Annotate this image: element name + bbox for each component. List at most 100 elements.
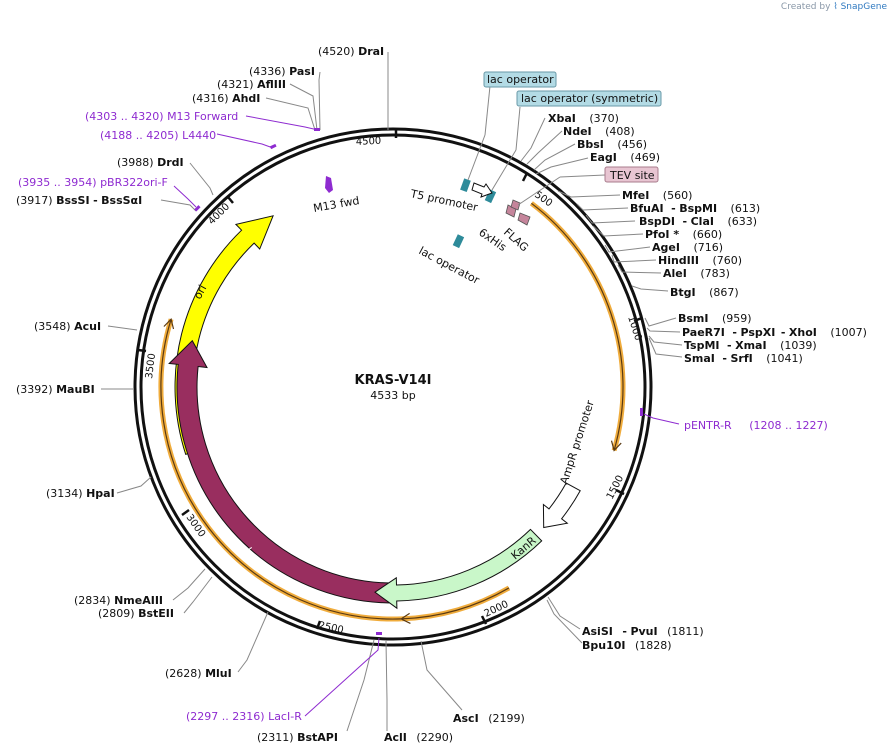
site-bstapi: (2311) BstAPI <box>257 731 338 744</box>
site-alei: AleI (783) <box>663 267 730 280</box>
site-ahdi: (4316) AhdI <box>192 92 260 105</box>
label-t5-promoter: T5 promoter <box>408 187 479 214</box>
orf-arc-laci-head <box>163 318 175 330</box>
credit-prefix: Created by <box>780 2 831 12</box>
tick-mark-1500 <box>615 488 625 496</box>
t5-promoter-arrow <box>471 182 493 198</box>
site-btgi: BtgI (867) <box>670 286 739 299</box>
primer-mark-pbr322 <box>194 205 201 212</box>
site-pfoi: PfoI * (660) <box>645 228 722 241</box>
callout-line-tev <box>559 174 606 178</box>
callout-lac-operator-symmetric[interactable] <box>516 90 662 107</box>
primer-pentr-r: pENTR-R (1208 .. 1227) <box>684 419 828 432</box>
label-lac-operator: lac operator <box>417 244 482 287</box>
site-asci: AscI (2199) <box>453 712 525 725</box>
label-ori: ori <box>191 283 209 302</box>
primer-mark-pentr <box>640 408 643 416</box>
backbone-inner <box>139 133 647 641</box>
primer-pbr322ori-f: (3935 .. 3954) pBR322ori-F <box>18 176 168 189</box>
tick-label-2500: 2500 <box>317 620 344 636</box>
site-hindiii: HindIII (760) <box>658 254 742 267</box>
site-bspdi: BspDI - ClaI (633) <box>639 215 757 228</box>
tick-mark-4000 <box>227 196 234 204</box>
backbone-outer <box>133 127 653 647</box>
site-leader-lines <box>101 52 683 732</box>
primer-leader-lines <box>173 115 680 717</box>
site-xbai: XbaI (370) <box>548 112 619 125</box>
callout-lac-operator-symmetric-text: lac operator (symmetric) <box>521 92 658 105</box>
primer-marks <box>194 128 643 635</box>
site-asisi: AsiSI - PvuI (1811) <box>582 625 704 638</box>
orf-arc-kras-halo <box>529 201 626 452</box>
site-bfuai: BfuAI - BspMI (613) <box>630 202 760 215</box>
site-mlui: (2628) MluI <box>165 667 232 680</box>
site-bsssi: (3917) BssSI - BssSαI <box>16 194 142 207</box>
lac-operator-mark-1 <box>460 178 471 193</box>
snapgene-logo: ⌇ <box>833 2 838 12</box>
tev-site-mark <box>510 199 521 211</box>
site-agei: AgeI (716) <box>652 241 723 254</box>
label-6xhis: 6xHis <box>476 226 509 254</box>
primer-m13-forward: (4303 .. 4320) M13 Forward <box>85 110 238 123</box>
orf-arc-kras-head <box>610 440 622 452</box>
site-acui: (3548) AcuI <box>34 320 101 333</box>
label-m13-fwd: M13 fwd <box>312 194 360 215</box>
kanr-arrow <box>374 528 543 610</box>
callout-line-lac-operator-sym-2 <box>491 149 517 191</box>
tick-mark-2500 <box>315 620 322 630</box>
credit: Created by ⌇ SnapGene <box>781 2 887 12</box>
orf-arc-laci <box>160 319 402 620</box>
site-maubi: (3392) MauBI <box>16 383 95 396</box>
site-bbsi: BbsI (456) <box>577 138 647 151</box>
tick-mark-3000 <box>181 508 190 517</box>
laci-arrow <box>168 339 394 604</box>
plasmid-name: KRAS-V14I <box>355 373 432 388</box>
site-eagi: EagI (469) <box>590 151 660 164</box>
primer-l4440: (4188 .. 4205) L4440 <box>100 129 216 142</box>
orf-arc-kras <box>531 202 624 451</box>
m13-fwd-mark <box>325 176 333 193</box>
callout-tev-site-text: TEV site <box>609 169 655 182</box>
callout-line-lac-operator-sym <box>515 106 521 151</box>
tick-mark-1000 <box>633 316 643 323</box>
primer-laci-r: (2297 .. 2316) LacI-R <box>186 710 302 723</box>
site-bsmi: BsmI (959) <box>678 312 752 325</box>
site-pasi: (4336) PasI <box>249 65 315 78</box>
site-smai: SmaI - SrfI (1041) <box>684 352 803 365</box>
site-nmeaiii: (2834) NmeAIII <box>74 594 163 607</box>
label-ampr-promoter: AmpR promoter <box>557 398 597 486</box>
lac-operator-mark-3 <box>452 234 465 249</box>
lac-operator-mark-2 <box>484 189 497 204</box>
callout-lac-operator-text: lac operator <box>487 73 554 86</box>
site-hpai: (3134) HpaI <box>46 487 115 500</box>
primer-mark-m13-forward <box>314 128 320 131</box>
tick-label-4500: 4500 <box>356 136 382 148</box>
tick-mark-2000 <box>480 615 488 625</box>
site-afliii: (4321) AflIII <box>217 78 286 91</box>
callout-line-tev-2 <box>517 176 561 206</box>
flag-tag-mark <box>517 212 531 226</box>
callout-tev-site[interactable] <box>604 166 659 183</box>
tick-label-3000: 3000 <box>184 512 208 539</box>
site-bpu10i: Bpu10I (1828) <box>582 639 672 652</box>
tick-label-3500: 3500 <box>144 353 158 380</box>
callout-line-lac-operator-2 <box>467 134 486 181</box>
site-bsteii: (2809) BstEII <box>98 607 174 620</box>
site-drai: (4520) DraI <box>318 45 384 58</box>
tick-mark-500 <box>521 172 529 182</box>
callout-lac-operator[interactable] <box>483 71 557 88</box>
plasmid-size: 4533 bp <box>370 389 415 402</box>
callout-line-lac-operator <box>484 85 491 136</box>
credit-brand: SnapGene <box>840 2 887 12</box>
primer-mark-l4440 <box>269 143 277 150</box>
feature-arcs <box>158 201 626 624</box>
site-mfei: MfeI (560) <box>622 189 692 202</box>
site-acli: AclI (2290) <box>384 731 453 744</box>
primer-mark-laci-r <box>376 632 382 635</box>
tick-mark-3500 <box>137 348 147 353</box>
ampr-promoter-arrow <box>542 482 581 529</box>
site-drdi: (3988) DrdI <box>117 156 184 169</box>
site-ndei: NdeI (408) <box>563 125 635 138</box>
orf-arc-kanr <box>401 587 510 620</box>
